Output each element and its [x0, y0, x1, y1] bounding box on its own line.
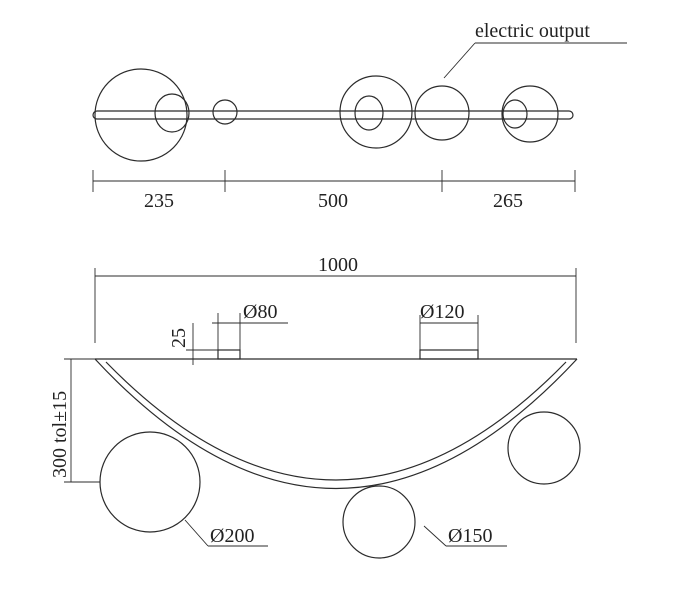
- front-globe-bottom: [342, 485, 416, 559]
- top-plate-left: [154, 93, 190, 133]
- top-globe-left: [94, 68, 188, 162]
- dimension-235: 235: [144, 190, 174, 212]
- bowl-outer: [94, 358, 578, 490]
- top-electric-output-sphere: [414, 85, 470, 141]
- dimension-height: 300 tol±15: [49, 391, 71, 478]
- dimension-500: 500: [318, 190, 348, 212]
- dim-d200-leader: [184, 519, 209, 547]
- front-view: 1000 25 Ø80 Ø120 300 tol±15: [49, 254, 581, 559]
- top-globe-middle: [339, 75, 413, 149]
- dimension-d200: Ø200: [210, 525, 254, 547]
- electric-output-leader: [443, 42, 476, 79]
- top-globe-right: [501, 85, 559, 143]
- canopy-small: [217, 349, 241, 360]
- top-view: electric output 235 500 265: [92, 20, 627, 212]
- bowl-inner: [105, 361, 567, 481]
- dimension-d150: Ø150: [448, 525, 492, 547]
- canopy-large: [419, 349, 479, 360]
- dimension-25: 25: [168, 328, 190, 348]
- dimension-d120: Ø120: [420, 301, 464, 323]
- dimension-1000: 1000: [318, 254, 358, 276]
- top-rod: [92, 110, 574, 120]
- front-globe-left: [99, 431, 201, 533]
- dim-d150-leader: [423, 525, 447, 547]
- top-plate-middle: [354, 95, 384, 131]
- dimension-d80: Ø80: [243, 301, 277, 323]
- electric-output-label: electric output: [475, 20, 590, 42]
- front-globe-right: [507, 411, 581, 485]
- top-small-sphere: [212, 99, 238, 125]
- dimension-265: 265: [493, 190, 523, 212]
- top-plate-right: [502, 99, 528, 129]
